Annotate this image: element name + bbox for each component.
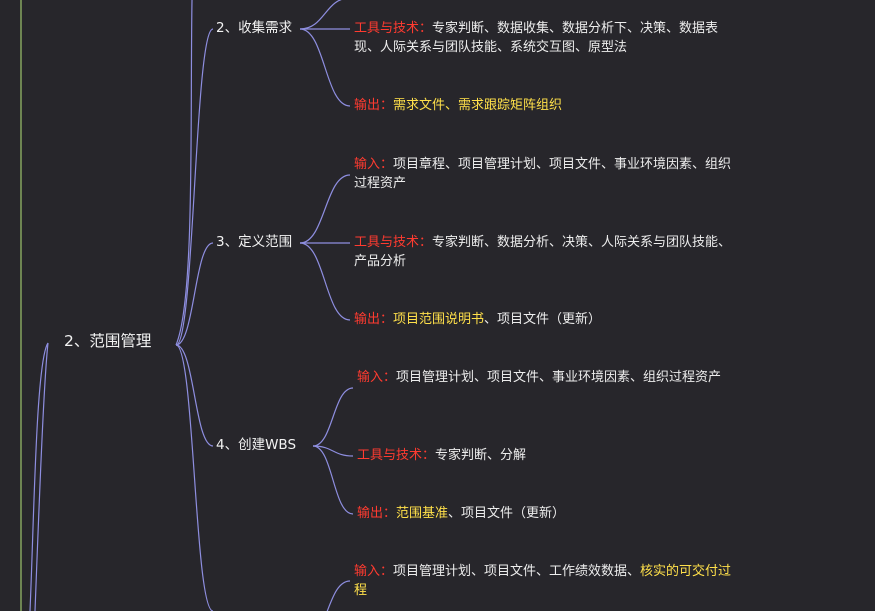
link-p2-leaf0 [312,387,354,447]
link-p0-leaf0 [299,0,342,30]
topic-link-2 [34,342,49,611]
leaf-p1-tools[interactable]: 工具与技术：专家判断、数据分析、决策、人际关系与团队技能、产品分析 [354,233,739,271]
process-define-scope[interactable]: 3、定义范围 [216,234,293,250]
leaf-label: 工具与技术： [354,21,433,36]
leaf-label: 输出： [357,506,397,521]
link-topic-p0 [175,28,214,346]
link-p3-leaf0 [326,580,351,611]
link-topic-p3 [175,344,214,611]
link-p0-leaf2 [299,28,351,107]
leaf-text: 、项目文件（更新） [448,506,566,521]
leaf-text: 专家判断、数据收集、数据分析下、决策、数据表现、人际关系与团队技能、系统交互图、… [354,21,719,55]
process-create-wbs[interactable]: 4、创建WBS [216,437,297,453]
link-p1-leaf0 [299,174,351,244]
link-topic-p1 [175,242,214,346]
leaf-label: 输入： [354,157,394,172]
leaf-p2-tools[interactable]: 工具与技术：专家判断、分解 [357,446,742,465]
leaf-p0-output[interactable]: 输出：需求文件、需求跟踪矩阵组织 [354,96,739,115]
leaf-p2-output[interactable]: 输出：范围基准、项目文件（更新） [357,504,742,523]
leaf-text: 专家判断、分解 [435,448,527,463]
leaf-text: 项目管理计划、项目文件、事业环境因素、组织过程资产 [396,370,722,385]
leaf-label: 工具与技术： [354,235,433,250]
leaf-p3-input[interactable]: 输入：项目管理计划、项目文件、工作绩效数据、核实的可交付过程 [354,562,739,600]
leaf-p1-output[interactable]: 输出：项目范围说明书、项目文件（更新） [354,310,739,329]
leaf-p0-tools[interactable]: 工具与技术：专家判断、数据收集、数据分析下、决策、数据表现、人际关系与团队技能、… [354,19,739,57]
topic-link [29,342,49,611]
process-collect-requirements[interactable]: 2、收集需求 [216,20,293,36]
leaf-text: 、项目文件（更新） [484,312,602,327]
link-p2-leaf1 [312,445,354,457]
topic-scope-management[interactable]: 2、范围管理 [64,332,152,350]
leaf-label: 输入： [357,370,397,385]
leaf-text-highlight: 需求文件、需求跟踪矩阵组织 [393,98,563,113]
leaf-label: 输出： [354,312,394,327]
leaf-label: 工具与技术： [357,448,436,463]
leaf-p1-input[interactable]: 输入：项目章程、项目管理计划、项目文件、事业环境因素、组织过程资产 [354,155,739,193]
link-topic-up [175,0,193,346]
leaf-text: 项目章程、项目管理计划、项目文件、事业环境因素、组织过程资产 [354,157,732,191]
leaf-label: 输入： [354,564,394,579]
leaf-label: 输出： [354,98,394,113]
leaf-text: 项目管理计划、项目文件、工作绩效数据、 [393,564,641,579]
leaf-p2-input[interactable]: 输入：项目管理计划、项目文件、事业环境因素、组织过程资产 [357,368,742,387]
leaf-text-highlight: 核实的可交付过程 [354,564,732,598]
link-topic-p2 [175,344,214,447]
link-p1-leaf2 [299,242,351,321]
leaf-text-highlight: 范围基准 [396,506,449,521]
leaf-text-highlight: 项目范围说明书 [393,312,485,327]
link-p2-leaf2 [312,445,354,515]
leaf-text: 专家判断、数据分析、决策、人际关系与团队技能、产品分析 [354,235,732,269]
